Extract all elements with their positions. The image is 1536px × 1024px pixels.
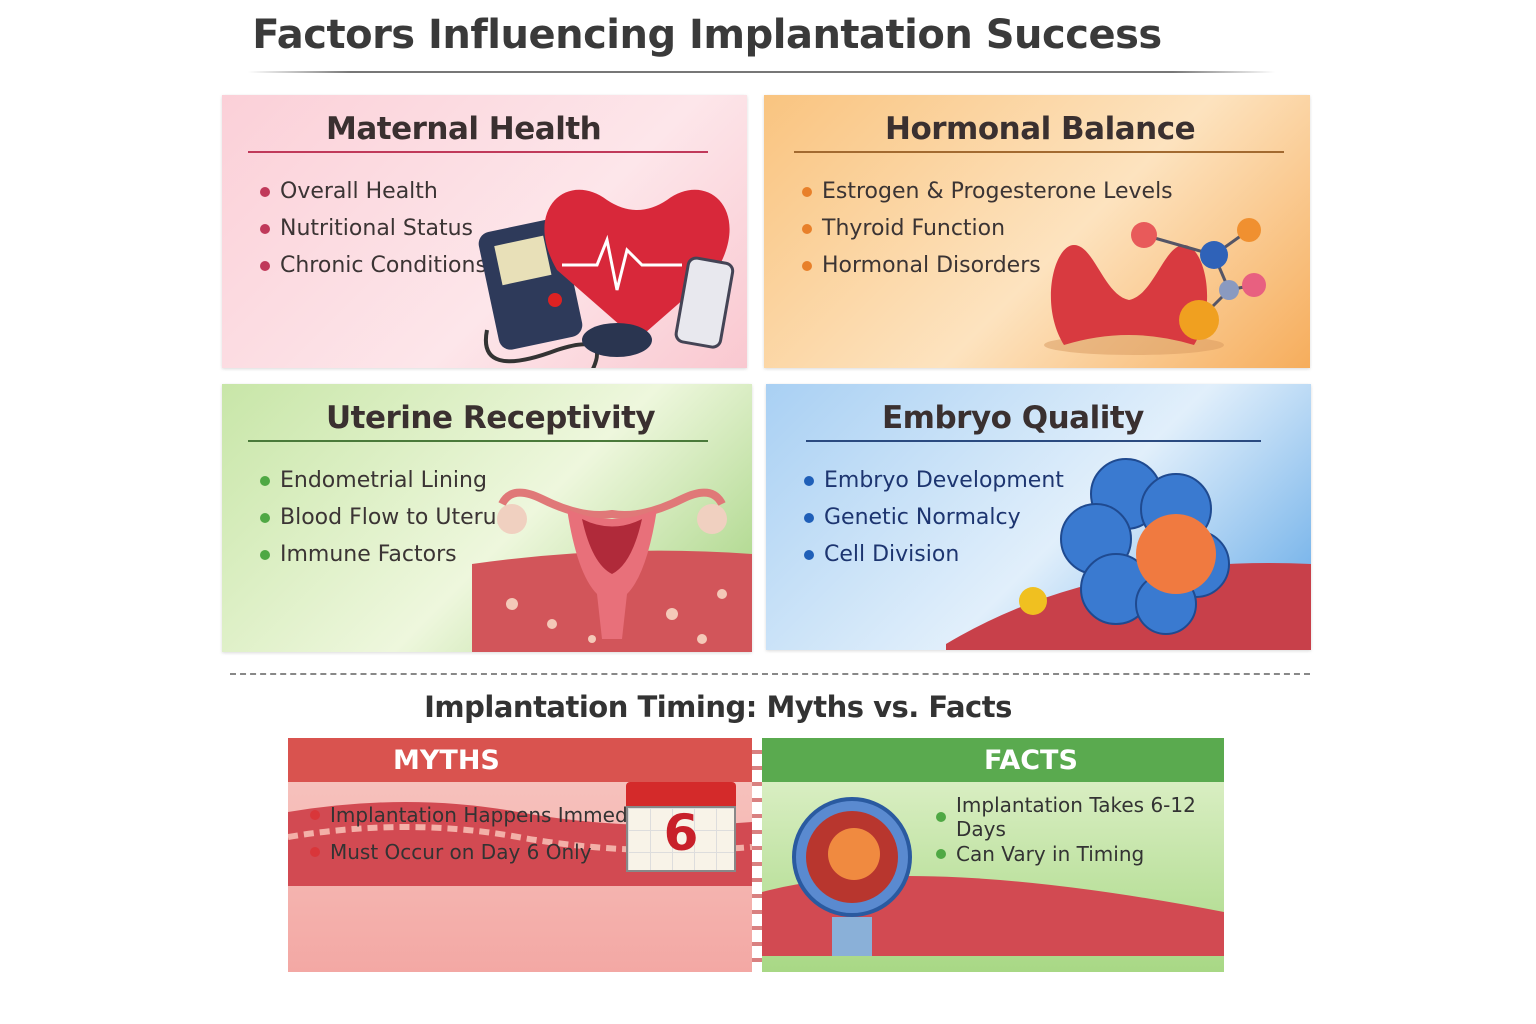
thyroid-molecule-illustration [1044,218,1266,355]
card-hormonal-balance: Hormonal Balance Estrogen & Progesterone… [764,95,1310,368]
list-item: Must Occur on Day 6 Only [310,833,683,870]
panel-separator [752,738,762,972]
card-title: Hormonal Balance [885,111,1196,147]
card-title: Embryo Quality [882,400,1144,436]
list-item: Blood Flow to Uterus [260,499,508,536]
implantation-illustration [762,797,1224,956]
calendar-day: 6 [663,804,699,862]
list-item: Endometrial Lining [260,462,508,499]
list-item: Cell Division [804,536,1064,573]
title-divider [248,71,1275,73]
facts-panel: FACTS Implantation Takes 6-12 Days Can V… [762,738,1224,972]
card-divider [794,151,1284,153]
list-item: Genetic Normalcy [804,499,1064,536]
card-divider [806,440,1261,442]
myths-header: MYTHS [288,738,752,782]
list-item: Can Vary in Timing [936,835,1224,872]
card-embryo-quality: Embryo Quality Embryo Development Geneti… [766,384,1311,650]
myths-panel: MYTHS Implantation Happens Immediately M… [288,738,752,972]
card-title: Maternal Health [326,111,602,147]
card-divider [248,151,708,153]
list-item: Embryo Development [804,462,1064,499]
uterus-illustration [472,488,752,652]
list-item: Hormonal Disorders [802,247,1173,284]
card-divider [248,440,708,442]
embryo-illustration [946,458,1311,650]
facts-header: FACTS [762,738,1224,782]
card-uterine-receptivity: Uterine Receptivity Endometrial Lining B… [222,384,752,652]
timing-section-title: Implantation Timing: Myths vs. Facts [424,690,1012,724]
list-item: Thyroid Function [802,210,1173,247]
list-item: Chronic Conditions [260,247,487,284]
list-item: Nutritional Status [260,210,487,247]
page-title: Factors Influencing Implantation Success [252,12,1162,58]
list-item: Immune Factors [260,536,508,573]
heart-monitor-illustration [478,189,735,368]
list-item: Estrogen & Progesterone Levels [802,173,1173,210]
calendar-icon: 6 [626,774,736,874]
list-item: Overall Health [260,173,487,210]
card-maternal-health: Maternal Health Overall Health Nutrition… [222,95,747,368]
card-title: Uterine Receptivity [326,400,656,436]
section-divider [230,673,1310,675]
list-item: Implantation Takes 6-12 Days [936,793,1224,841]
list-item: Implantation Happens Immediately [310,796,683,833]
